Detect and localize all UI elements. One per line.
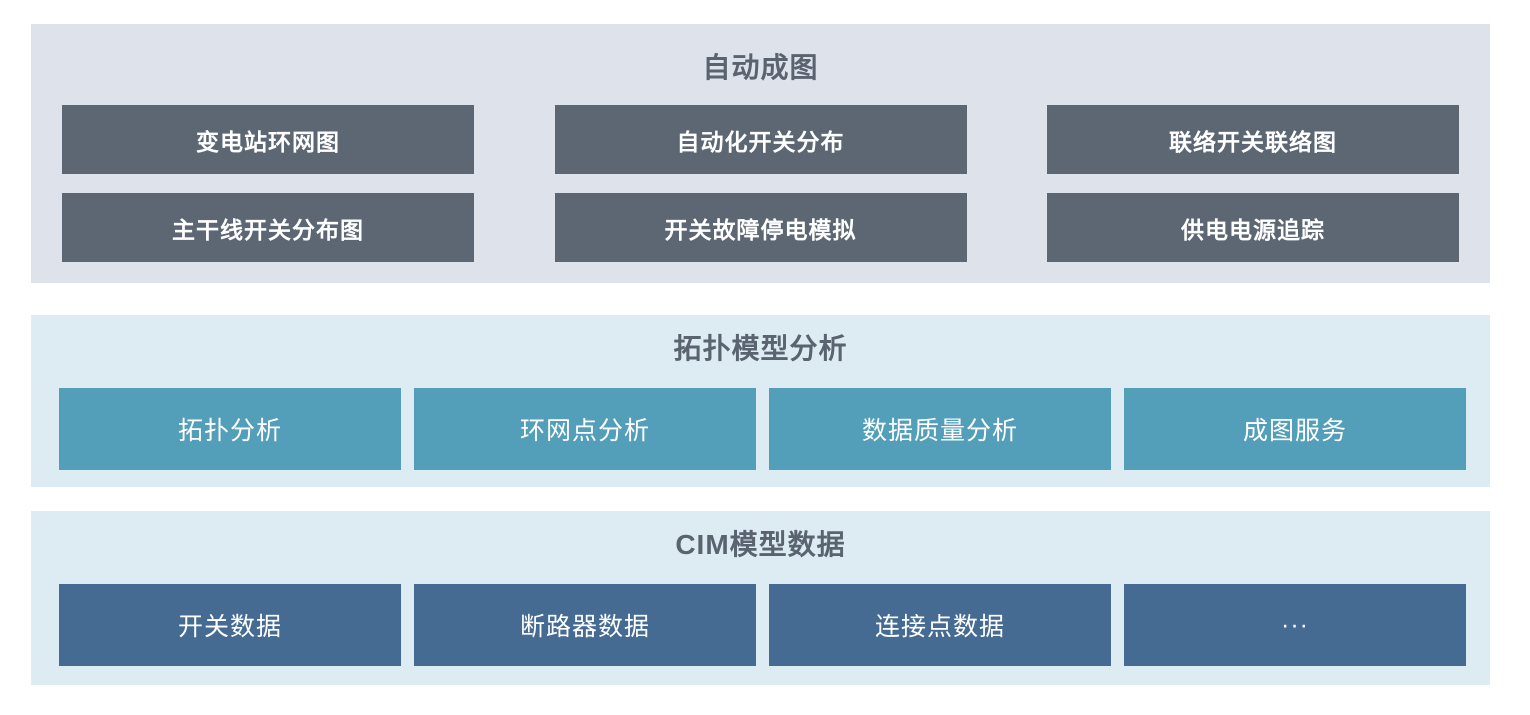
cim-model-data-layer-panel: CIM模型数据 开关数据 断路器数据 连接点数据 ··· bbox=[31, 511, 1490, 685]
tile-tie-switch-connection-diagram[interactable]: 联络开关联络图 bbox=[1047, 105, 1459, 174]
tile-switch-data[interactable]: 开关数据 bbox=[59, 584, 401, 666]
tile-topology-analysis[interactable]: 拓扑分析 bbox=[59, 388, 401, 470]
tile-connection-point-data[interactable]: 连接点数据 bbox=[769, 584, 1111, 666]
tile-substation-ring-diagram[interactable]: 变电站环网图 bbox=[62, 105, 474, 174]
cim-model-data-layer-title: CIM模型数据 bbox=[675, 529, 846, 560]
cim-model-data-button-row: 开关数据 断路器数据 连接点数据 ··· bbox=[31, 584, 1490, 666]
tile-trunk-line-switch-distribution[interactable]: 主干线开关分布图 bbox=[62, 193, 474, 262]
tile-ring-point-analysis[interactable]: 环网点分析 bbox=[414, 388, 756, 470]
auto-diagram-layer-title: 自动成图 bbox=[702, 52, 819, 83]
tile-switch-fault-outage-simulation[interactable]: 开关故障停电模拟 bbox=[554, 193, 967, 262]
topology-analysis-layer-title: 拓扑模型分析 bbox=[673, 333, 848, 364]
tile-diagram-service[interactable]: 成图服务 bbox=[1124, 388, 1466, 470]
tile-data-quality-analysis[interactable]: 数据质量分析 bbox=[769, 388, 1111, 470]
auto-diagram-layer-panel: 自动成图 变电站环网图 自动化开关分布 联络开关联络图 主干线开关分布图 开关故… bbox=[31, 24, 1490, 283]
tile-power-source-tracing[interactable]: 供电电源追踪 bbox=[1047, 193, 1459, 262]
topology-analysis-layer-panel: 拓扑模型分析 拓扑分析 环网点分析 数据质量分析 成图服务 bbox=[31, 315, 1490, 487]
topology-analysis-button-row: 拓扑分析 环网点分析 数据质量分析 成图服务 bbox=[31, 388, 1490, 470]
tile-more-data-ellipsis[interactable]: ··· bbox=[1124, 584, 1466, 666]
tile-breaker-data[interactable]: 断路器数据 bbox=[414, 584, 756, 666]
auto-diagram-button-grid: 变电站环网图 自动化开关分布 联络开关联络图 主干线开关分布图 开关故障停电模拟… bbox=[31, 105, 1490, 262]
tile-automated-switch-distribution[interactable]: 自动化开关分布 bbox=[554, 105, 967, 174]
